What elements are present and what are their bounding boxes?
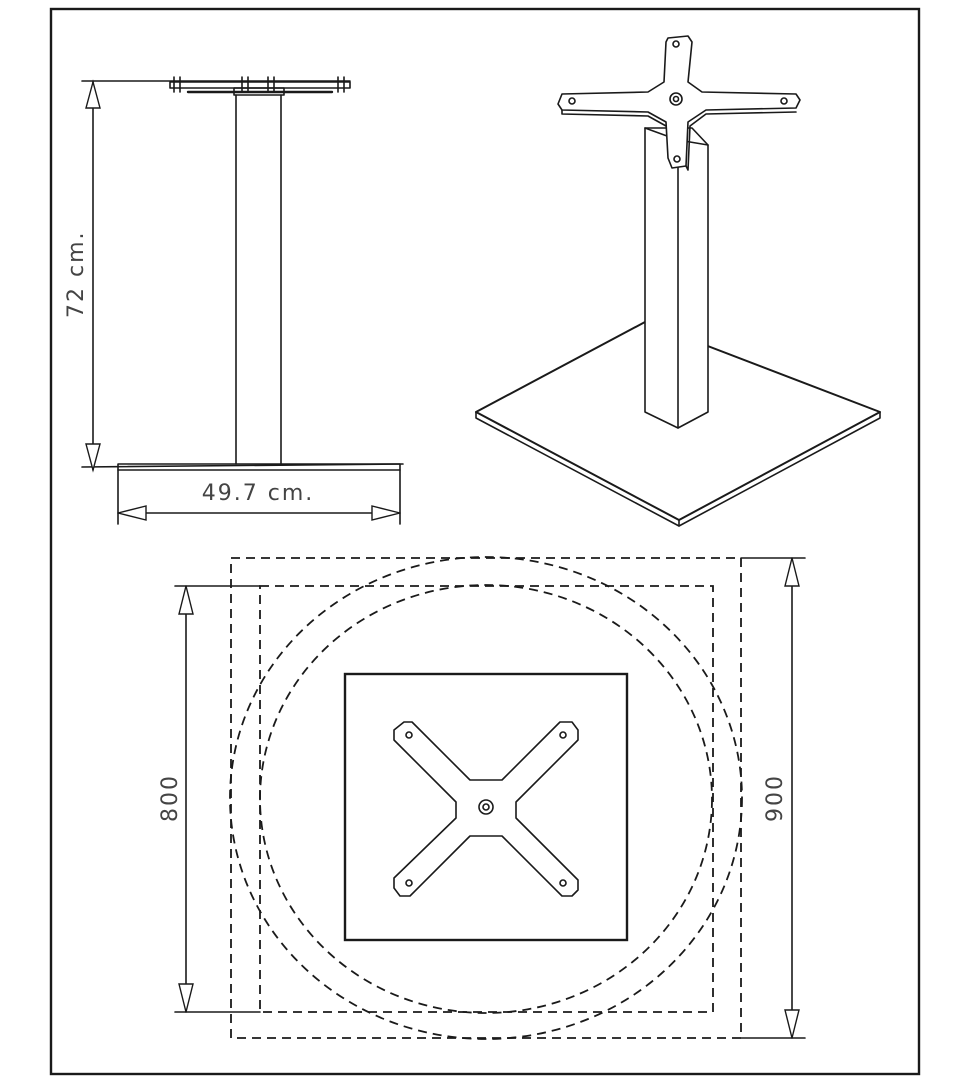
base-plate-top-view	[343, 672, 629, 942]
height-dimension	[85, 79, 101, 473]
side-view-column	[235, 94, 282, 465]
height-label: 72 cm.	[64, 230, 89, 318]
side-view: 72 cm. 49.7 cm.	[64, 76, 404, 525]
side-view-base-plate	[81, 463, 404, 471]
small-round-top-outline	[259, 584, 713, 1014]
dimension-900	[740, 557, 806, 1039]
width-dimension	[117, 469, 401, 525]
drawing-frame	[49, 7, 921, 1076]
large-square-top-outline	[230, 557, 742, 1039]
top-view: 800 900	[158, 556, 806, 1040]
dimension-800-label: 800	[158, 774, 183, 822]
side-view-top-plate	[81, 76, 351, 96]
perspective-view	[475, 35, 881, 527]
dimension-900-label: 900	[763, 774, 788, 822]
cross-bracket-top-view	[393, 721, 579, 897]
perspective-column	[644, 127, 709, 429]
dimension-800	[174, 585, 261, 1013]
large-round-top-outline	[229, 556, 743, 1040]
width-label: 49.7 cm.	[202, 481, 315, 506]
perspective-cross-bracket	[557, 35, 801, 171]
